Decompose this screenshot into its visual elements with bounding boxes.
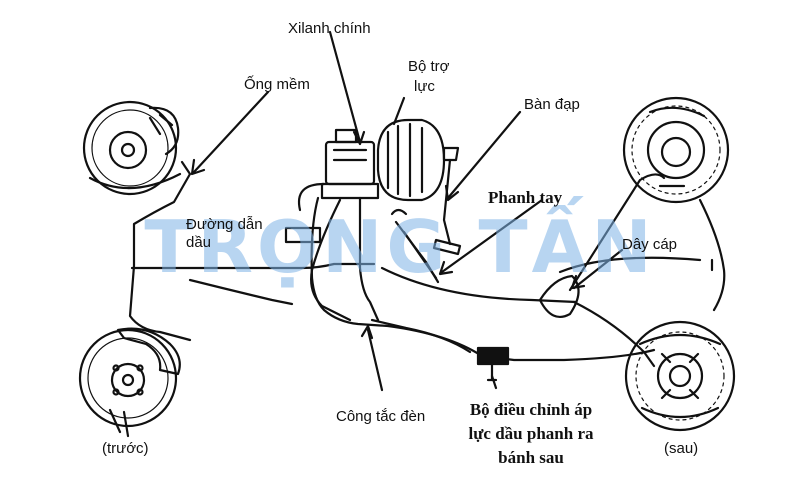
label-brake-line-1: Đường dẫn — [186, 216, 263, 233]
rear-bottom-drum — [624, 320, 736, 432]
parking-brake-lever — [390, 208, 440, 284]
label-booster-line2: lực — [414, 78, 435, 95]
brake-booster — [376, 118, 446, 202]
parking-cable — [380, 173, 726, 368]
label-rear: (sau) — [664, 440, 699, 457]
label-pedal: Bàn đạp — [524, 96, 580, 113]
watermark: TRỌNG TẤN — [144, 205, 656, 289]
label-proportioning-valve-2: lực dầu phanh ra — [468, 424, 594, 443]
label-flexible-hose: Ống mềm — [244, 76, 310, 93]
label-parking-brake: Phanh tay — [488, 188, 563, 207]
master-cylinder — [320, 128, 380, 200]
label-front: (trước) — [102, 440, 149, 457]
label-proportioning-valve-1: Bộ điều chỉnh áp — [469, 400, 593, 419]
proportioning-valve — [476, 346, 510, 382]
front-top-disc — [82, 100, 182, 196]
callout-lines — [190, 30, 624, 392]
label-proportioning-valve-3: bánh sau — [498, 448, 564, 467]
brake-lines — [128, 160, 656, 362]
brake-pedal — [432, 146, 462, 256]
label-master-cylinder: Xilanh chính — [288, 20, 371, 37]
front-bottom-disc — [78, 327, 181, 438]
rear-top-drum — [622, 96, 730, 204]
label-light-switch: Công tắc đèn — [336, 408, 426, 425]
label-cable: Dây cáp — [622, 236, 678, 253]
label-brake-line-2: dầu — [186, 234, 212, 251]
label-booster-line1: Bộ trợ — [408, 58, 450, 75]
